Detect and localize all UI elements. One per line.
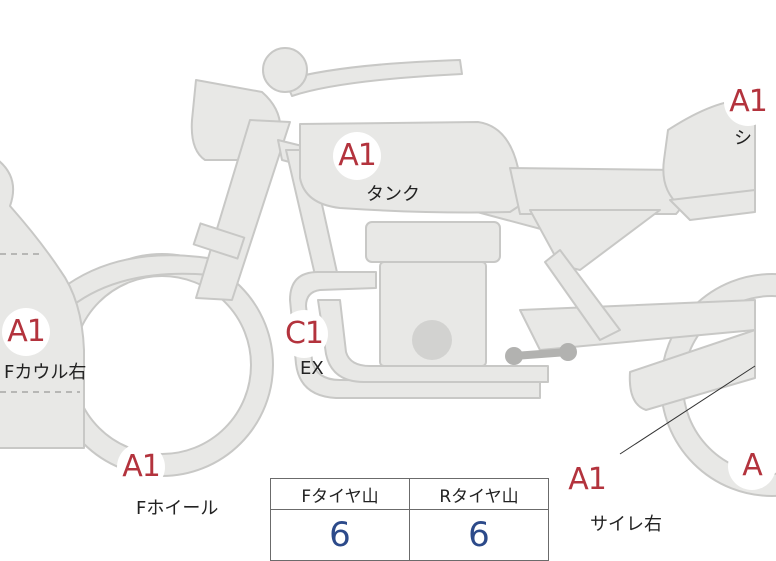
front-wheel-outline-inner [72, 275, 252, 455]
exhaust-pipe-upper [289, 271, 541, 399]
seat-code-badge: A1 [724, 78, 772, 126]
mirror [262, 47, 308, 93]
fwheel-label: Fホイール [136, 498, 219, 519]
ex-code-badge: C1 [280, 310, 328, 358]
fork-clamp [192, 222, 246, 260]
foot-peg-end-left [505, 347, 523, 365]
motorcycle-illustration [0, 47, 776, 497]
front-tire-header: Fタイヤ山 [270, 478, 410, 510]
rear-tire-header: Rタイヤ山 [409, 478, 549, 510]
seat-front [509, 167, 686, 215]
rear-frame [669, 189, 756, 221]
fcowl-right-label: Fカウル右 [4, 362, 87, 383]
fwheel-code-badge: A1 [117, 443, 165, 491]
rear-edge-code-badge: A [728, 442, 776, 490]
tire-tread-table: Fタイヤ山 Rタイヤ山 6 6 [270, 478, 549, 561]
silencer-right-code-badge: A1 [563, 456, 611, 504]
cylinder-head [365, 221, 501, 263]
seat-label: シ [734, 128, 752, 149]
silencer-right-label: サイレ右 [590, 514, 662, 535]
tank-label: タンク [366, 184, 420, 205]
tank-code-badge: A1 [333, 132, 381, 180]
muffler [628, 329, 756, 411]
ex-label: EX [300, 358, 324, 379]
front-cowl [0, 160, 85, 449]
foot-peg [510, 348, 572, 360]
shock-link [544, 249, 621, 341]
leader-line [619, 365, 756, 455]
rear-cowl [662, 98, 756, 207]
handlebar [284, 59, 463, 97]
front-tire-value: 6 [270, 509, 410, 561]
rear-tire-value: 6 [409, 509, 549, 561]
engine-cover [412, 320, 452, 360]
foot-peg-end-right [559, 343, 577, 361]
fcowl-right-code-badge: A1 [2, 308, 50, 356]
exhaust-pipe-lower [317, 299, 549, 383]
motorcycle-damage-diagram: A1 タンク A1 Fカウル右 C1 EX A1 Fホイール A1 サイレ右 A… [0, 47, 776, 561]
